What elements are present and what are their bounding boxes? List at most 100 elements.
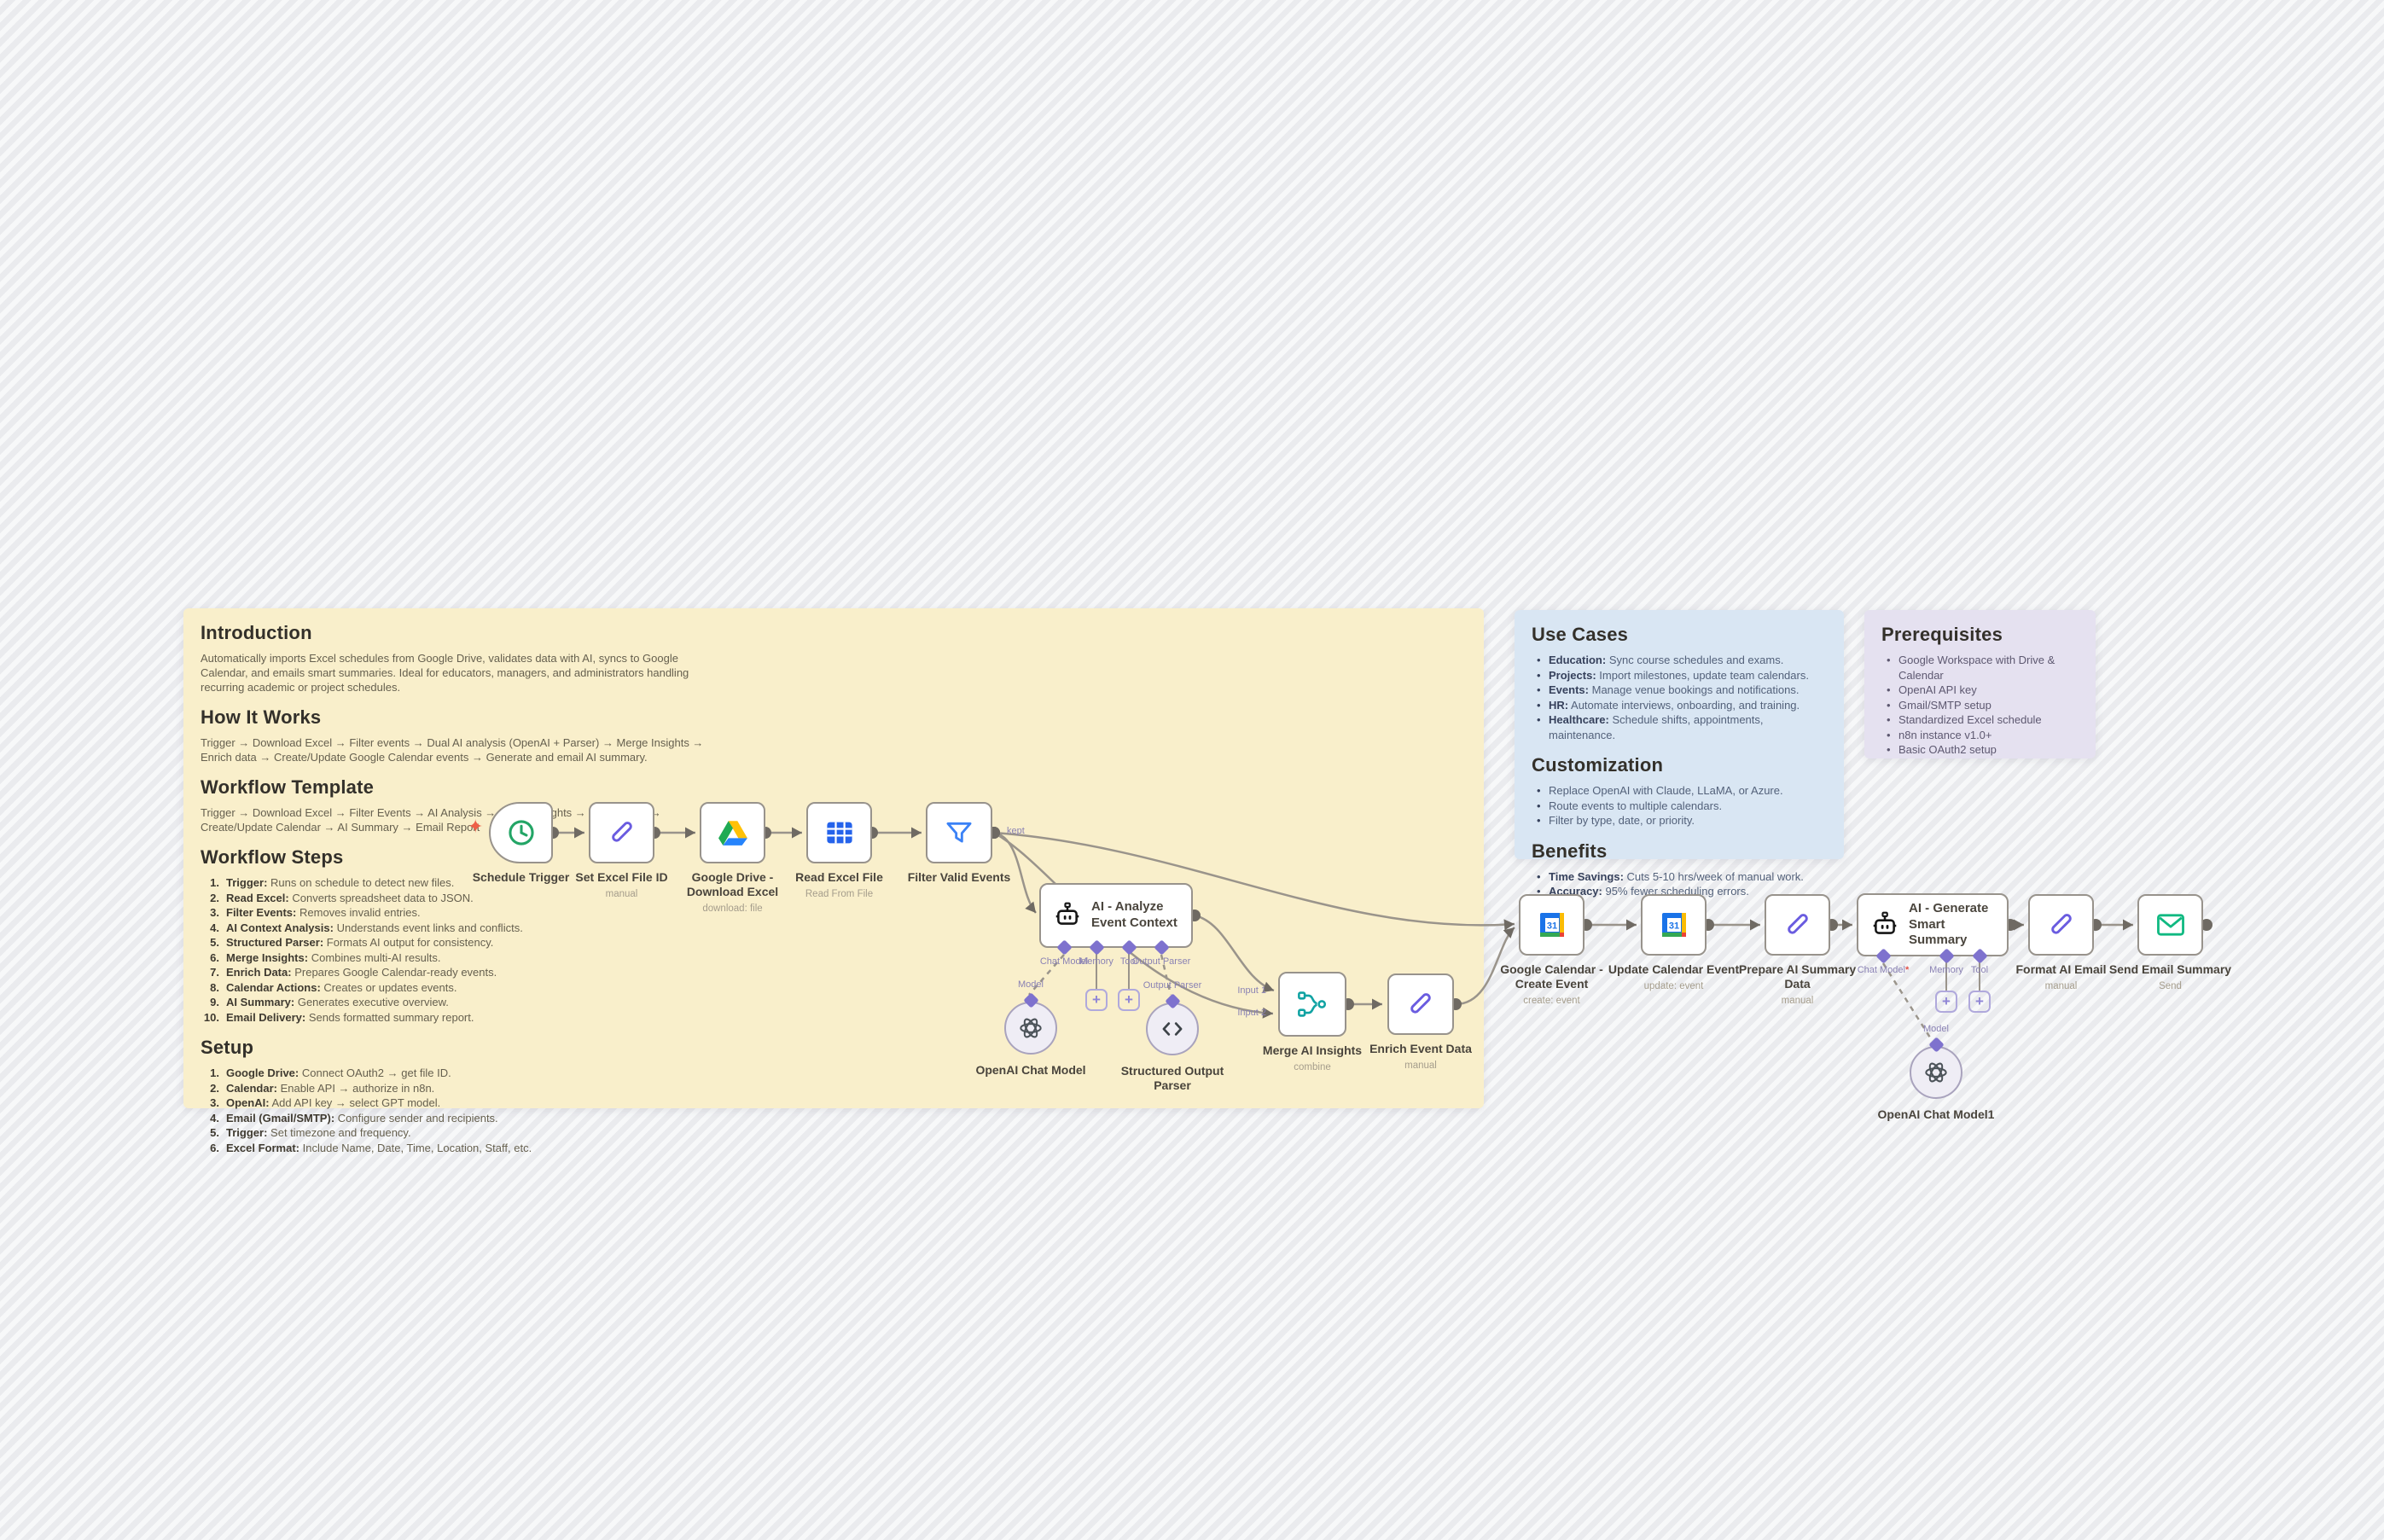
list-item-text: n8n instance v1.0+ bbox=[1898, 728, 1992, 741]
openai-chat-model-1[interactable] bbox=[1910, 1046, 1962, 1099]
list-item-lead: OpenAI bbox=[226, 1096, 270, 1109]
input-arrow bbox=[1372, 998, 1382, 1010]
note-heading: Introduction bbox=[201, 622, 312, 643]
note-heading: Workflow Steps bbox=[201, 846, 344, 868]
input-arrow bbox=[685, 827, 695, 839]
port-label: Memory bbox=[1929, 965, 1963, 975]
list-item: HR Automate interviews, onboarding, and … bbox=[1532, 698, 1827, 713]
port-label: Tool bbox=[1119, 956, 1138, 967]
node-title: OpenAI Chat Model bbox=[975, 1063, 1086, 1077]
list-item-lead: AI Context Analysis bbox=[226, 921, 334, 934]
set-excel-file-id[interactable] bbox=[589, 802, 654, 863]
schedule-trigger[interactable] bbox=[489, 802, 553, 863]
update-calendar-event[interactable]: 31 bbox=[1641, 894, 1707, 956]
list-item-text: Converts spreadsheet data to JSON. bbox=[292, 891, 474, 904]
list-item: Filter by type, date, or priority. bbox=[1532, 813, 1827, 828]
enrich-event-data[interactable] bbox=[1387, 973, 1454, 1035]
list-item: Structured Parser Formats AI output for … bbox=[201, 935, 1467, 950]
list-item: Route events to multiple calendars. bbox=[1532, 799, 1827, 814]
list-item-text: Removes invalid entries. bbox=[299, 906, 421, 919]
add-node-button[interactable]: + bbox=[1968, 991, 1991, 1013]
note-heading: Use Cases bbox=[1532, 624, 1629, 645]
node-title-text: Google Drive - Download Excel bbox=[686, 870, 779, 898]
note-heading: Prerequisites bbox=[1881, 624, 2003, 645]
ai-analyze-event-context[interactable]: AI - Analyze Event Context bbox=[1039, 883, 1193, 948]
list-item: Events Manage venue bookings and notific… bbox=[1532, 683, 1827, 698]
node-subtitle: manual bbox=[1781, 996, 1814, 1006]
note-paragraph: Trigger → Download Excel → Filter events… bbox=[201, 736, 704, 764]
send-email-summary[interactable] bbox=[2137, 894, 2203, 956]
robot-icon bbox=[1870, 910, 1899, 939]
envelope-icon bbox=[2154, 910, 2187, 939]
clock-icon bbox=[505, 816, 538, 849]
note-heading: Benefits bbox=[1532, 840, 1608, 862]
list-item-lead: Merge Insights bbox=[226, 951, 308, 964]
ai-generate-smart-summary[interactable]: AI - Generate Smart Summary bbox=[1857, 893, 2009, 956]
structured-output-parser[interactable] bbox=[1146, 1002, 1199, 1055]
node-title-text: Read Excel File bbox=[795, 870, 883, 884]
node-title-text: Format AI Email bbox=[2015, 962, 2107, 976]
list-item-text: 95% fewer scheduling errors. bbox=[1605, 885, 1749, 898]
input-arrow bbox=[1262, 981, 1274, 992]
input-arrow bbox=[1503, 919, 1515, 931]
add-node-button[interactable]: + bbox=[1085, 989, 1108, 1011]
read-excel-file[interactable] bbox=[806, 802, 872, 863]
prepare-ai-summary-data[interactable] bbox=[1765, 894, 1830, 956]
google-calendar-create-event[interactable]: 31 bbox=[1519, 894, 1584, 956]
connection-label: Input 2 bbox=[1237, 1008, 1266, 1018]
connection-label: kept bbox=[1007, 826, 1025, 836]
node-title-text: Set Excel File ID bbox=[575, 870, 668, 884]
input-arrow bbox=[1025, 901, 1036, 913]
list-item-lead: Calendar Actions bbox=[226, 981, 321, 994]
note-heading: Setup bbox=[201, 1037, 254, 1058]
openai-chat-model[interactable] bbox=[1004, 1002, 1057, 1055]
list-item-lead: Filter Events bbox=[226, 906, 296, 919]
node-title: OpenAI Chat Model1 bbox=[1877, 1107, 1995, 1121]
connector-dot bbox=[2201, 919, 2212, 931]
list-item: Merge Insights Combines multi-AI results… bbox=[201, 950, 1467, 966]
sticky-note-prerequisites[interactable]: PrerequisitesGoogle Workspace with Drive… bbox=[1864, 610, 2096, 758]
note-list: Trigger Runs on schedule to detect new f… bbox=[201, 875, 1467, 1025]
merge-ai-insights[interactable] bbox=[1278, 972, 1346, 1037]
format-ai-email[interactable] bbox=[2028, 894, 2094, 956]
list-item: Calendar Actions Creates or updates even… bbox=[201, 980, 1467, 996]
node-title-text: Google Calendar - Create Event bbox=[1500, 962, 1603, 991]
list-item-text: Include Name, Date, Time, Location, Staf… bbox=[302, 1141, 532, 1154]
node-subtitle: Read From File bbox=[805, 889, 874, 899]
input-arrow bbox=[911, 827, 922, 839]
connector-type-label: Output Parser bbox=[1143, 980, 1202, 991]
list-item-text: Automate interviews, onboarding, and tra… bbox=[1571, 698, 1800, 712]
list-item-lead: Email (Gmail/SMTP) bbox=[226, 1112, 334, 1124]
list-item-text: Gmail/SMTP setup bbox=[1898, 698, 1992, 712]
list-item-lead: Google Drive bbox=[226, 1066, 299, 1079]
list-item-lead: Trigger bbox=[226, 876, 267, 889]
list-item-text: Import milestones, update team calendars… bbox=[1599, 668, 1809, 682]
filter-valid-events[interactable] bbox=[926, 802, 992, 863]
list-item-text: Cuts 5-10 hrs/week of manual work. bbox=[1626, 869, 1804, 883]
input-arrow bbox=[1626, 919, 1637, 931]
list-item-text: Combines multi-AI results. bbox=[311, 950, 441, 964]
list-item-text: Set timezone and frequency. bbox=[270, 1126, 411, 1139]
list-item-text: Formats AI output for consistency. bbox=[326, 936, 494, 949]
list-item-lead: Enrich Data bbox=[226, 966, 292, 979]
list-item: OpenAI Add API key → select GPT model. bbox=[201, 1095, 1467, 1111]
add-node-button[interactable]: + bbox=[1118, 989, 1140, 1011]
list-item-text: Basic OAuth2 setup bbox=[1898, 743, 1997, 756]
node-title: Schedule Trigger bbox=[451, 870, 591, 885]
sticky-note-use-cases[interactable]: Use CasesEducation Sync course schedules… bbox=[1515, 610, 1844, 898]
google-drive-download-excel[interactable] bbox=[700, 802, 765, 863]
list-item-text: Sends formatted summary report. bbox=[308, 1010, 474, 1024]
node-subtitle: combine bbox=[1294, 1062, 1331, 1072]
list-item: AI Context Analysis Understands event li… bbox=[201, 921, 1467, 936]
node-subtitle: manual bbox=[605, 889, 638, 899]
list-item: Enrich Data Prepares Google Calendar-rea… bbox=[201, 965, 1467, 980]
note-paragraph: Automatically imports Excel schedules fr… bbox=[201, 652, 689, 694]
add-node-button[interactable]: + bbox=[1935, 991, 1957, 1013]
list-item-text: Schedule shifts, appointments, maintenan… bbox=[1549, 713, 1764, 741]
list-item: Filter Events Removes invalid entries. bbox=[201, 905, 1467, 921]
list-item-text: Manage venue bookings and notifications. bbox=[1591, 683, 1800, 696]
